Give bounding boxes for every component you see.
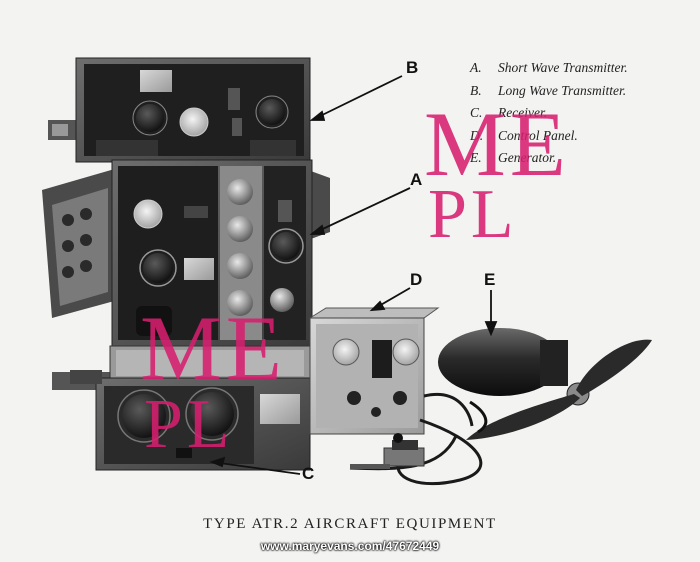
legend-text: Generator. [498,150,557,165]
receiver [70,370,311,471]
long-wave-transmitter [75,57,311,163]
callout-label-d: D [410,270,423,289]
legend-item: A. Short Wave Transmitter. [470,57,628,80]
figure-caption: TYPE ATR.2 AIRCRAFT EQUIPMENT [203,516,497,532]
callout-label-e: E [484,270,496,289]
legend-item: D. Control Panel. [470,125,628,148]
legend-key: D. [470,127,484,143]
bracket-right [308,170,330,240]
callout-label-a: A [410,170,423,189]
legend-key: E. [470,150,482,165]
legend-key: B. [470,82,482,98]
legend-key: A. [470,60,482,75]
callout-arrows [209,75,498,475]
morse-key [350,433,425,469]
legend-item: C. Receiver. [470,102,628,125]
legend-text: Long Wave Transmitter. [498,82,627,98]
legend-text: Receiver. [498,105,548,120]
generator [438,328,652,440]
legend-text: Control Panel. [498,127,578,143]
legend-item: B. Long Wave Transmitter. [470,80,628,103]
perforated-panel [109,345,311,381]
callout-label-b: B [406,58,419,77]
credit-watermark: www.maryevans.com/47672449 [260,539,440,553]
legend-item: E. Generator. [470,147,628,170]
legend-text: Short Wave Transmitter. [498,60,628,75]
legend: A. Short Wave Transmitter. B. Long Wave Tr… [470,57,628,170]
legend-key: C. [470,105,483,120]
callout-label-c: C [302,464,315,483]
short-wave-transmitter [111,159,313,347]
control-panel [308,307,440,435]
